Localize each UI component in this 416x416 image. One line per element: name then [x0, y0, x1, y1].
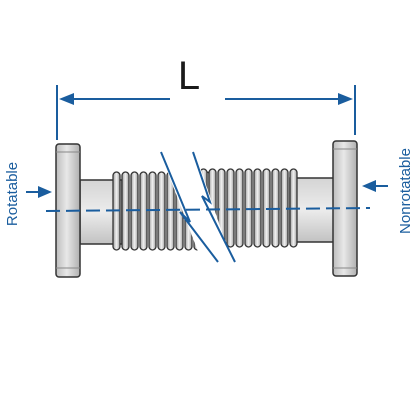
- center-axis-line: [45, 207, 371, 212]
- bellows-convolution: [235, 168, 244, 248]
- bellows-convolution: [244, 168, 253, 248]
- right-input-arrow: [362, 180, 388, 192]
- rotatable-label: Rotatable: [4, 162, 21, 226]
- break-lines: [160, 151, 236, 263]
- dimension-extension-lines: [56, 85, 356, 140]
- bellows-convolution: [226, 168, 235, 248]
- length-dimension-arrow: [59, 93, 353, 105]
- length-label: L: [178, 54, 200, 98]
- nonrotatable-label: Nonrotatable: [397, 148, 414, 234]
- left-input-arrow: [26, 186, 52, 198]
- bellows-convolution: [139, 171, 148, 251]
- bellows-convolution: [157, 171, 166, 251]
- break-gap: [160, 152, 232, 262]
- bellows-convolution: [253, 168, 262, 248]
